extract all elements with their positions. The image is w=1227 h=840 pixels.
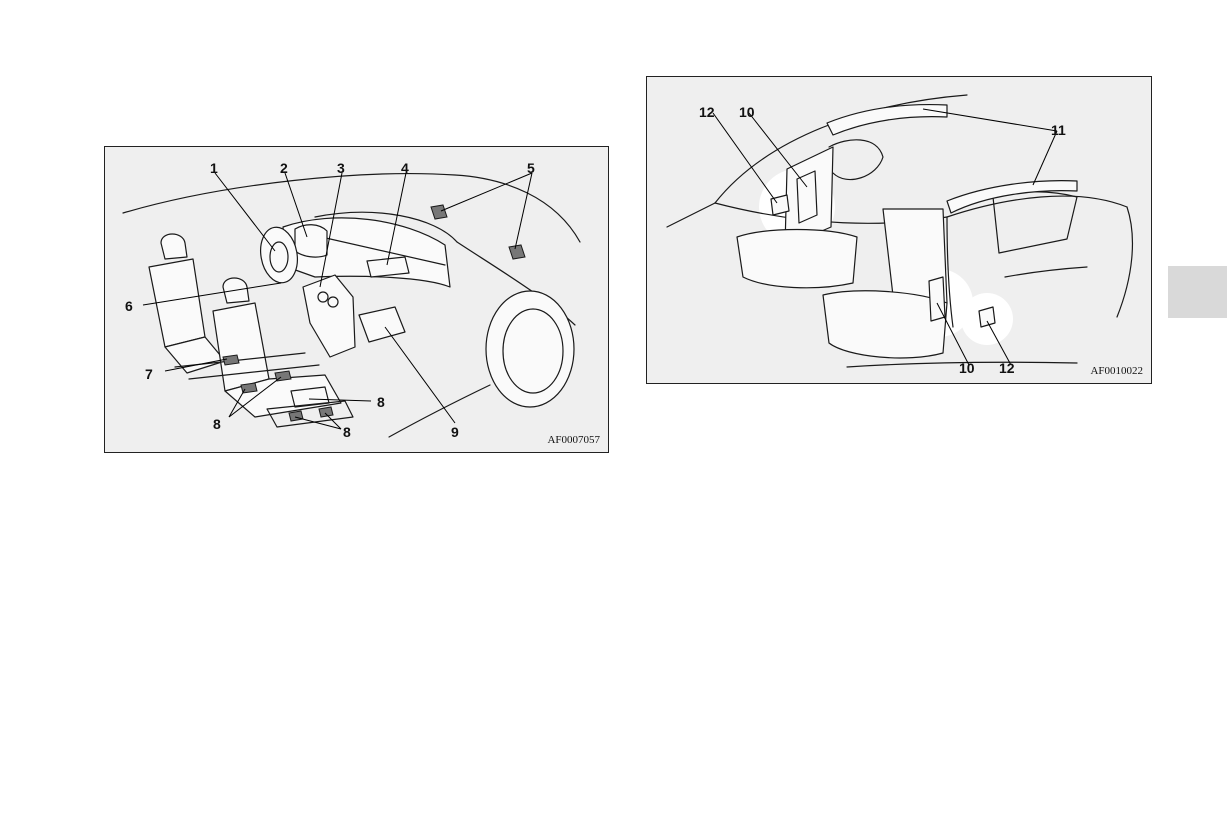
callout-5: 5 bbox=[527, 161, 535, 175]
callout-11: 11 bbox=[1051, 123, 1066, 137]
callout-4: 4 bbox=[401, 161, 409, 175]
side-airbag-illustration bbox=[647, 77, 1152, 384]
callout-9: 9 bbox=[451, 425, 459, 439]
front-airbag-illustration bbox=[105, 147, 609, 453]
callout-1: 1 bbox=[210, 161, 218, 175]
front-airbag-diagram: 1 2 3 4 5 6 7 8 8 8 9 AF0007057 bbox=[104, 146, 609, 453]
callout-7: 7 bbox=[145, 367, 153, 381]
callout-12b: 12 bbox=[999, 361, 1015, 375]
callout-2: 2 bbox=[280, 161, 288, 175]
callout-10a: 10 bbox=[739, 105, 755, 119]
figure-code: AF0010022 bbox=[1090, 365, 1143, 377]
callout-8a: 8 bbox=[213, 417, 221, 431]
callout-12a: 12 bbox=[699, 105, 715, 119]
side-airbag-diagram: 12 10 11 10 12 AF0010022 bbox=[646, 76, 1152, 384]
figure-code: AF0007057 bbox=[547, 434, 600, 446]
callout-10b: 10 bbox=[959, 361, 975, 375]
callout-3: 3 bbox=[337, 161, 345, 175]
section-tab bbox=[1168, 266, 1227, 318]
callout-8c: 8 bbox=[343, 425, 351, 439]
callout-6: 6 bbox=[125, 299, 133, 313]
callout-8b: 8 bbox=[377, 395, 385, 409]
